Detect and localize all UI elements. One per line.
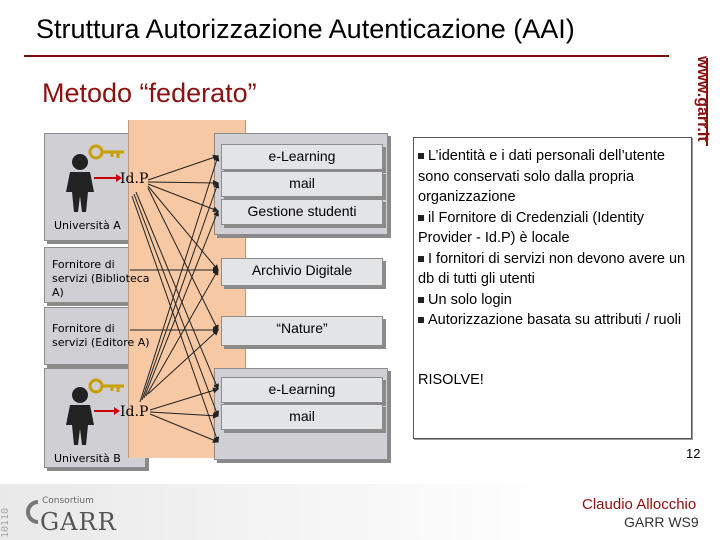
bullet-icon — [418, 214, 424, 221]
service-gestione-studenti: Gestione studenti — [221, 199, 383, 225]
event-name: GARR WS9 — [624, 514, 699, 530]
info-list: L’identità e i dati personali dell’utent… — [418, 146, 688, 331]
info-item: Un solo login — [418, 290, 688, 311]
garr-logo-icon — [26, 500, 39, 524]
service-elearning-1: e-Learning — [221, 144, 383, 170]
page-number: 12 — [686, 446, 701, 461]
bullet-icon — [418, 317, 424, 324]
consortium-label: Consortium — [42, 496, 94, 506]
user-a-icon — [66, 154, 94, 212]
footer-band — [0, 484, 560, 540]
footer-digits: 10110 — [0, 507, 11, 538]
idp-b-label: Id.P — [120, 404, 149, 420]
brand-logo: www.garr.it — [694, 55, 711, 146]
info-item: il Fornitore di Credenziali (Identity Pr… — [418, 209, 644, 246]
university-b-label: Università B — [54, 452, 121, 465]
resolve-text: RISOLVE! — [418, 372, 484, 388]
info-item: L’identità e i dati personali dell’utent… — [418, 148, 665, 205]
key-b-icon — [88, 378, 124, 394]
bullet-icon — [418, 296, 424, 303]
university-a-label: Università A — [54, 219, 121, 232]
bullet-icon — [418, 255, 424, 262]
slide-title: Struttura Autorizzazione Autenticazione … — [36, 14, 575, 44]
service-nature: “Nature” — [221, 316, 383, 346]
info-item: Autorizzazione basata su attributi / ruo… — [418, 310, 688, 331]
key-a-icon — [88, 144, 124, 160]
slide-subtitle: Metodo “federato” — [42, 78, 257, 108]
provider-b-label: Fornitore di servizi (Editore A) — [52, 322, 150, 349]
info-item: I fornitori di servizi non devono avere … — [418, 250, 686, 287]
connection-lines — [130, 154, 220, 443]
info-panel — [413, 137, 692, 439]
service-mail-1: mail — [221, 171, 383, 197]
title-divider — [24, 55, 669, 57]
provider-a-label: Fornitore di servizi (Biblioteca A) — [52, 258, 150, 299]
service-mail-2: mail — [221, 404, 383, 430]
service-archivio-digitale: Archivio Digitale — [221, 258, 383, 286]
idp-a-label: Id.P — [120, 171, 149, 187]
user-b-icon — [66, 387, 94, 445]
author-name: Claudio Allocchio — [582, 496, 697, 513]
bullet-icon — [418, 153, 424, 160]
service-elearning-2: e-Learning — [221, 377, 383, 403]
garr-logo-text: GARR — [40, 508, 117, 536]
